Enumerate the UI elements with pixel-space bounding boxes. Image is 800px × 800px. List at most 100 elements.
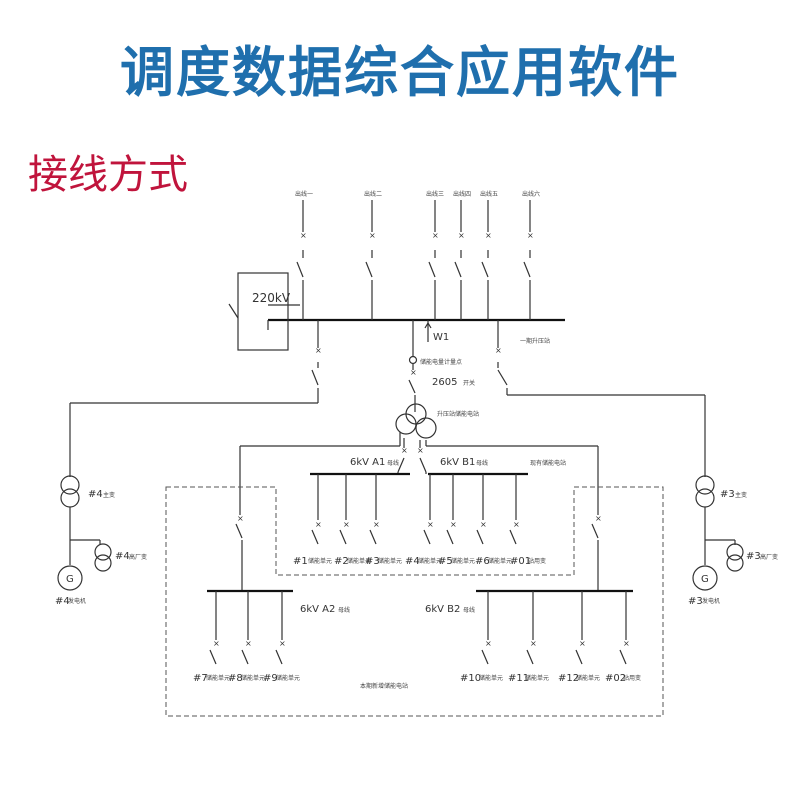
svg-text:主变: 主变 — [103, 491, 115, 499]
svg-text:#11: #11 — [508, 673, 529, 684]
svg-text:×: × — [373, 520, 380, 529]
svg-text:#8: #8 — [228, 673, 243, 684]
svg-text:储能单元: 储能单元 — [378, 557, 402, 565]
outlet-2: 出线二 × — [364, 190, 382, 320]
storage-transformer — [395, 403, 437, 439]
svg-text:×: × — [315, 346, 322, 355]
w1-label: W1 — [433, 332, 449, 343]
b2-feeders: × × × × — [481, 591, 630, 665]
a2-feeders: × × × — [209, 591, 286, 665]
svg-text:开关: 开关 — [463, 379, 475, 387]
svg-text:×: × — [623, 639, 630, 648]
outlet-3: 出线三 × — [426, 190, 444, 320]
a1-b1-feeders: × × × × × × × — [311, 474, 520, 545]
generator-3 — [692, 565, 718, 591]
svg-text:高厂变: 高厂变 — [129, 553, 147, 561]
svg-text:储能单元: 储能单元 — [308, 557, 332, 565]
svg-text:储能电量计量点: 储能电量计量点 — [420, 358, 462, 366]
feeder-box-220kv — [237, 272, 289, 351]
aux-transformer-4 — [94, 543, 112, 572]
svg-text:#4: #4 — [405, 556, 420, 567]
svg-text:×: × — [237, 514, 244, 523]
svg-text:×: × — [343, 520, 350, 529]
svg-text:#01: #01 — [510, 556, 531, 567]
svg-text:#02: #02 — [605, 673, 626, 684]
svg-text:×: × — [530, 639, 537, 648]
svg-text:#4: #4 — [55, 596, 70, 607]
svg-text:×: × — [417, 446, 424, 455]
bus-6kv-a2-label: 6kV A2 — [300, 604, 335, 615]
outlet-4: 出线四 × — [453, 190, 471, 320]
svg-text:×: × — [279, 639, 286, 648]
svg-text:发电机: 发电机 — [702, 597, 720, 605]
svg-text:#7: #7 — [193, 673, 208, 684]
svg-text:×: × — [527, 231, 534, 240]
svg-text:#1: #1 — [293, 556, 308, 567]
station-bottom-label: 本期新增储能电站 — [360, 682, 408, 690]
svg-text:#10: #10 — [460, 673, 481, 684]
svg-text:出线五: 出线五 — [480, 190, 498, 198]
main-transformer-4-label: #4 — [88, 489, 103, 500]
svg-text:×: × — [410, 368, 417, 377]
svg-text:母线: 母线 — [476, 459, 488, 467]
new-storage-station-boundary — [165, 486, 664, 717]
switch-2605-label: 2605 — [432, 377, 457, 388]
svg-text:×: × — [315, 520, 322, 529]
svg-text:站用变: 站用变 — [528, 557, 546, 565]
branch-3-main: × — [495, 320, 706, 477]
section-subtitle: 接线方式 — [28, 152, 188, 198]
svg-text:#3: #3 — [746, 551, 761, 562]
page-title: 调度数据综合应用软件 — [120, 41, 680, 104]
svg-text:×: × — [369, 231, 376, 240]
svg-text:储能单元: 储能单元 — [525, 674, 549, 682]
svg-text:×: × — [401, 446, 408, 455]
svg-text:母线: 母线 — [463, 606, 475, 614]
svg-text:×: × — [245, 639, 252, 648]
svg-text:×: × — [485, 231, 492, 240]
svg-text:储能单元: 储能单元 — [241, 674, 265, 682]
svg-text:×: × — [485, 639, 492, 648]
svg-text:#9: #9 — [263, 673, 278, 684]
main-transformer-3-label: #3 — [720, 489, 735, 500]
svg-text:储能单元: 储能单元 — [276, 674, 300, 682]
svg-text:#2: #2 — [334, 556, 349, 567]
svg-text:#12: #12 — [558, 673, 579, 684]
bus-6kv-b2-label: 6kV B2 — [425, 604, 460, 615]
svg-text:出线三: 出线三 — [426, 190, 444, 198]
svg-text:G: G — [66, 574, 74, 585]
svg-text:储能单元: 储能单元 — [206, 674, 230, 682]
svg-text:#6: #6 — [475, 556, 490, 567]
svg-text:#3: #3 — [365, 556, 380, 567]
svg-text:储能单元: 储能单元 — [451, 557, 475, 565]
svg-text:出线六: 出线六 — [522, 190, 540, 198]
svg-text:储能单元: 储能单元 — [347, 557, 371, 565]
svg-text:×: × — [427, 520, 434, 529]
main-transformer-3 — [695, 475, 715, 508]
svg-text:母线: 母线 — [338, 606, 350, 614]
svg-text:储能单元: 储能单元 — [418, 557, 442, 565]
svg-text:出线四: 出线四 — [453, 190, 471, 198]
main-transformer-4 — [60, 475, 80, 508]
svg-text:×: × — [432, 231, 439, 240]
breaker-220kv — [228, 303, 239, 319]
svg-text:×: × — [458, 231, 465, 240]
svg-text:出线二: 出线二 — [364, 190, 382, 198]
bus-right-label: 一期升压站 — [520, 337, 550, 345]
bus-220kv-label: 220kV — [252, 291, 291, 305]
svg-text:站用变: 站用变 — [623, 674, 641, 682]
branch-4-main: × — [69, 320, 322, 477]
svg-text:高厂变: 高厂变 — [760, 553, 778, 561]
svg-text:G: G — [701, 574, 709, 585]
svg-text:储能单元: 储能单元 — [576, 674, 600, 682]
svg-text:×: × — [480, 520, 487, 529]
outlet-1: 出线一 × — [295, 190, 313, 320]
svg-text:#5: #5 — [438, 556, 453, 567]
svg-text:#4: #4 — [115, 551, 130, 562]
svg-text:×: × — [579, 639, 586, 648]
outlet-5: 出线五 × — [480, 190, 498, 320]
svg-text:出线一: 出线一 — [295, 190, 313, 198]
